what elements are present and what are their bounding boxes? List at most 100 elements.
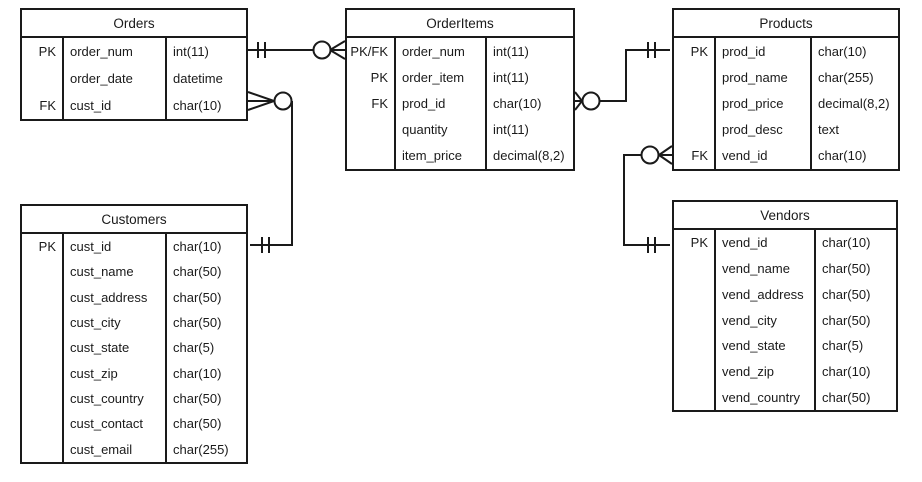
column-name: vend_city [714, 307, 814, 333]
column-name: cust_city [62, 309, 165, 336]
column-key-badge: PK [370, 69, 388, 85]
column-key-badge [22, 411, 62, 436]
column-key-badge [674, 90, 714, 116]
column-name: vend_id [714, 230, 814, 256]
column-key-badge [22, 437, 62, 462]
column-key-badge: PK [690, 235, 708, 251]
column-key-badge: PK [690, 43, 708, 59]
entity-table-title: Orders [22, 10, 246, 38]
column-name: prod_id [394, 90, 485, 117]
column-key-badge [674, 117, 714, 143]
column-datatype: char(10) [165, 92, 246, 119]
connector-products-orderitems [574, 42, 670, 111]
column-key-badge [22, 65, 62, 92]
connector-vendors-products [623, 145, 673, 253]
column-datatype: char(255) [810, 64, 898, 91]
column-key-badge: FK [691, 148, 708, 164]
column-name: prod_price [714, 90, 810, 117]
column-key-badge [674, 281, 714, 307]
column-name: cust_address [62, 284, 165, 310]
column-key-badge [22, 259, 62, 284]
column-datatype: char(10) [165, 360, 246, 386]
column-name: order_date [62, 65, 165, 92]
column-name: order_num [62, 38, 165, 65]
column-name: cust_state [62, 335, 165, 361]
column-name: prod_name [714, 64, 810, 91]
column-datatype: char(50) [814, 384, 896, 411]
column-datatype: decimal(8,2) [810, 90, 898, 117]
column-key-badge: FK [39, 98, 56, 113]
column-datatype: datetime [165, 65, 246, 92]
column-datatype: char(10) [814, 230, 896, 256]
column-datatype: char(10) [810, 142, 898, 170]
column-datatype: char(50) [165, 411, 246, 437]
column-key-badge [674, 333, 714, 359]
column-name: prod_id [714, 38, 810, 65]
column-datatype: int(11) [485, 38, 573, 65]
column-name: cust_name [62, 259, 165, 285]
column-name: vend_state [714, 332, 814, 359]
column-key-badge [674, 64, 714, 90]
column-name: cust_zip [62, 360, 165, 386]
column-key-badge [347, 117, 394, 143]
column-key-badge [674, 359, 714, 385]
entity-table-title: Vendors [674, 202, 896, 230]
column-datatype: char(50) [814, 255, 896, 282]
column-name: vend_zip [714, 358, 814, 385]
column-datatype: char(50) [165, 284, 246, 310]
column-datatype: char(255) [165, 436, 246, 462]
column-name: cust_id [62, 234, 165, 260]
column-datatype: char(5) [814, 332, 896, 359]
column-key-badge [347, 143, 394, 169]
connector-customers-orders [247, 91, 293, 253]
column-datatype: int(11) [485, 116, 573, 143]
column-datatype: int(11) [485, 64, 573, 91]
column-name: vend_name [714, 255, 814, 282]
column-name: vend_address [714, 281, 814, 308]
column-datatype: decimal(8,2) [485, 142, 573, 170]
column-name: vend_id [714, 142, 810, 170]
column-datatype: char(50) [165, 309, 246, 336]
column-datatype: char(50) [814, 307, 896, 333]
entity-table-title: Customers [22, 206, 246, 234]
column-key-badge: PK [38, 44, 56, 59]
entity-table-title: OrderItems [347, 10, 573, 38]
